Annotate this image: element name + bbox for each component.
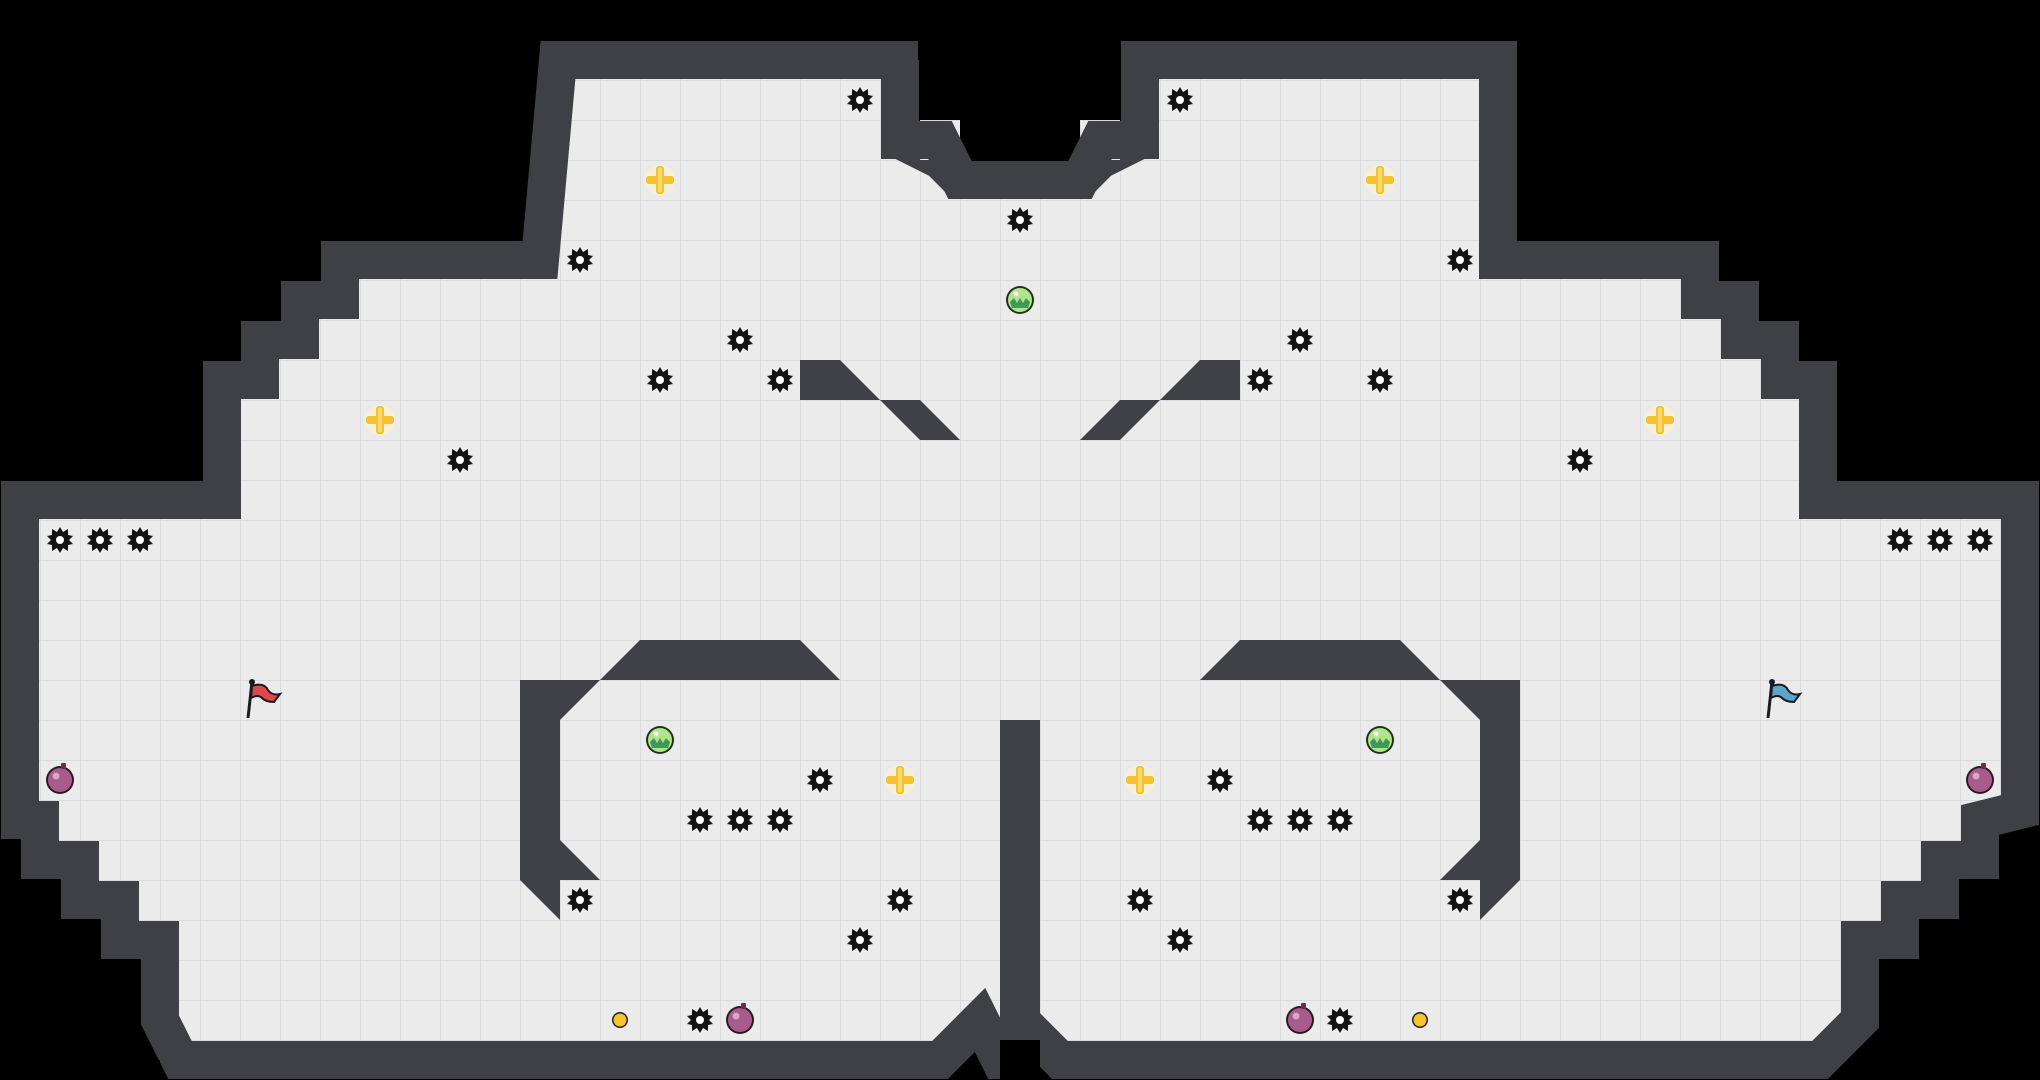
bottom-notch-mid: [1000, 1040, 1040, 1080]
bracket-left: [520, 680, 600, 920]
blue-flag-icon: [1766, 679, 1803, 719]
items-layer: [46, 87, 1994, 1034]
bracket-right: [1440, 680, 1520, 920]
red-flag-icon: [246, 679, 283, 719]
health-cross-icon: [645, 165, 675, 195]
ramp-right: [1200, 640, 1440, 680]
bottom-notch-right: [1880, 1060, 2040, 1080]
interior-walls: [520, 360, 1520, 1040]
slime-orb-icon: [1366, 726, 1394, 754]
center-pillar: [1000, 720, 1040, 1040]
health-cross-icon: [365, 405, 395, 435]
top-gap: [918, 40, 1120, 160]
health-cross-icon: [1125, 765, 1155, 795]
slime-orb-icon: [1006, 286, 1034, 314]
health-cross-icon: [1645, 405, 1675, 435]
slime-orb-icon: [646, 726, 674, 754]
bottom-notch-left: [0, 1060, 160, 1080]
coin-icon: [1412, 1012, 1428, 1028]
coin-icon: [612, 1012, 628, 1028]
health-cross-icon: [885, 765, 915, 795]
diag-wall-top-right: [1080, 360, 1240, 440]
ramp-left: [600, 640, 840, 680]
diag-wall-top-left: [800, 360, 960, 440]
top-gap-wall: [881, 60, 1159, 199]
health-cross-icon: [1365, 165, 1395, 195]
